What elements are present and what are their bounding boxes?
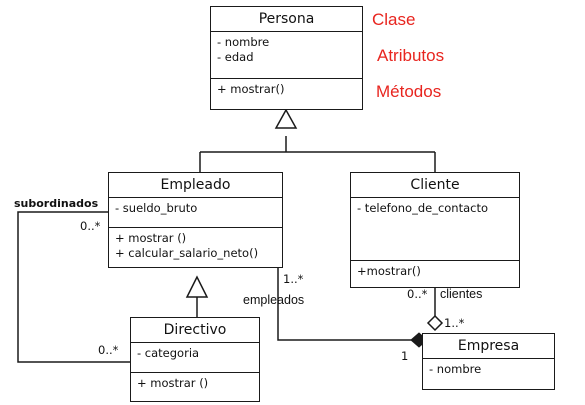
inheritance-arrow-empleado	[185, 275, 209, 298]
empleados-association	[277, 268, 411, 341]
attributes-section: - categoria	[131, 343, 259, 373]
method: + mostrar()	[217, 82, 285, 96]
multiplicity-clientes-right: 1..*	[444, 316, 465, 330]
attributes-section: - telefono_de_contacto	[351, 198, 519, 261]
multiplicity-empleados: 1..*	[283, 272, 304, 286]
role-empleados: empleados	[243, 293, 305, 307]
class-name: Directivo	[131, 318, 259, 343]
class-cliente[interactable]: Cliente - telefono_de_contacto +mostrar(…	[350, 172, 520, 288]
class-persona[interactable]: Persona - nombre - edad + mostrar()	[210, 6, 363, 110]
methods-section: + mostrar ()	[131, 373, 259, 394]
class-empresa[interactable]: Empresa - nombre	[422, 333, 555, 390]
attributes-section: - nombre	[423, 359, 554, 380]
attributes-section: - nombre - edad	[211, 32, 362, 79]
method: + mostrar ()	[137, 376, 209, 390]
role-subordinados: subordinados	[14, 197, 99, 210]
attribute: - categoria	[137, 346, 200, 360]
methods-section: + mostrar()	[211, 79, 362, 100]
class-empleado[interactable]: Empleado - sueldo_bruto + mostrar () + c…	[108, 172, 283, 268]
inheritance-arrow-persona	[274, 108, 298, 129]
role-clientes: clientes	[440, 287, 483, 301]
class-name: Persona	[211, 7, 362, 32]
multiplicity-subordinados-bottom: 0..*	[98, 343, 119, 357]
method: + calcular_salario_neto()	[115, 246, 259, 260]
aggregation-diamond	[426, 314, 444, 332]
annotation-metodos: Métodos	[376, 82, 442, 101]
class-name: Cliente	[351, 173, 519, 198]
multiplicity-empresa: 1	[401, 349, 409, 363]
methods-section: + mostrar () + calcular_salario_neto()	[109, 228, 282, 264]
class-name: Empleado	[109, 173, 282, 198]
annotation-atributos: Atributos	[377, 46, 445, 65]
class-directivo[interactable]: Directivo - categoria + mostrar ()	[130, 317, 260, 402]
attribute: - edad	[217, 50, 254, 64]
attributes-section: - sueldo_bruto	[109, 198, 282, 228]
attribute: - nombre	[217, 35, 270, 49]
multiplicity-clientes-left: 0..*	[407, 287, 428, 301]
attribute: - nombre	[429, 362, 482, 376]
method: +mostrar()	[357, 264, 421, 278]
multiplicity-subordinados-top: 0..*	[80, 219, 101, 233]
methods-section: +mostrar()	[351, 261, 519, 282]
annotation-clase: Clase	[372, 10, 416, 29]
class-name: Empresa	[423, 334, 554, 359]
subordinados-association	[17, 211, 130, 363]
attribute: - telefono_de_contacto	[357, 201, 489, 215]
attribute: - sueldo_bruto	[115, 201, 198, 215]
method: + mostrar ()	[115, 231, 187, 245]
